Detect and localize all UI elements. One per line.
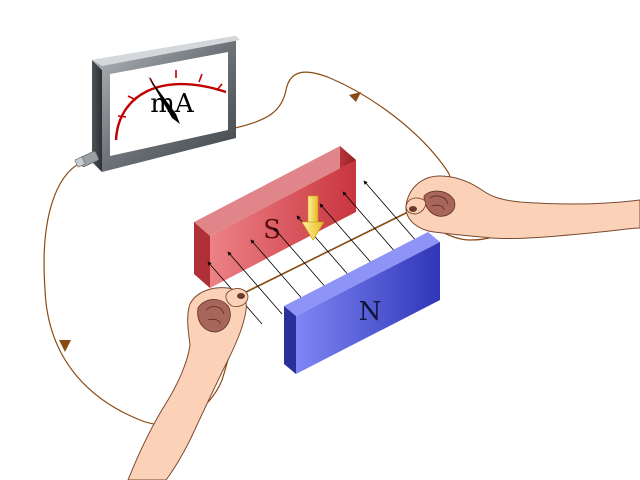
- meter-scale-arc: [114, 82, 227, 141]
- field-line: [227, 251, 283, 315]
- force-arrow-icon: [301, 195, 325, 241]
- field-line: [273, 227, 329, 291]
- south-pole-label: S: [263, 215, 281, 245]
- meter-face: [110, 52, 228, 156]
- left-hand-knuckles: [197, 299, 231, 333]
- current-arrow-icon: [59, 340, 71, 352]
- north-magnet-left-side: [284, 306, 296, 374]
- north-magnet: N: [284, 232, 440, 374]
- field-line: [250, 239, 306, 303]
- south-magnet: S: [194, 146, 356, 288]
- magnetic-field-lines: [207, 180, 419, 325]
- meter-terminal: [74, 151, 99, 168]
- south-magnet-top: [194, 146, 356, 236]
- ammeter-icon: mA: [74, 36, 240, 172]
- current-arrow-icon: [349, 92, 361, 102]
- left-arm: [127, 287, 247, 480]
- north-magnet-top: [284, 232, 440, 316]
- field-line: [319, 203, 375, 267]
- left-hand-icon: [127, 287, 249, 480]
- left-thumb: [225, 288, 249, 307]
- field-line: [363, 180, 419, 244]
- field-line: [342, 191, 398, 255]
- south-magnet-left-face: [194, 222, 210, 288]
- right-hand-icon: [405, 175, 640, 240]
- north-pole-label: N: [359, 297, 382, 327]
- meter-needle: [148, 76, 180, 124]
- wire-rod-between-hands: [241, 209, 413, 295]
- wire-meter-to-left-hand: [43, 161, 241, 426]
- north-magnet-front: [296, 242, 440, 374]
- meter-frame-side: [92, 60, 102, 172]
- meter-scale-ticks: [117, 70, 223, 118]
- meter-frame-top: [92, 36, 240, 66]
- south-magnet-front: [194, 160, 356, 288]
